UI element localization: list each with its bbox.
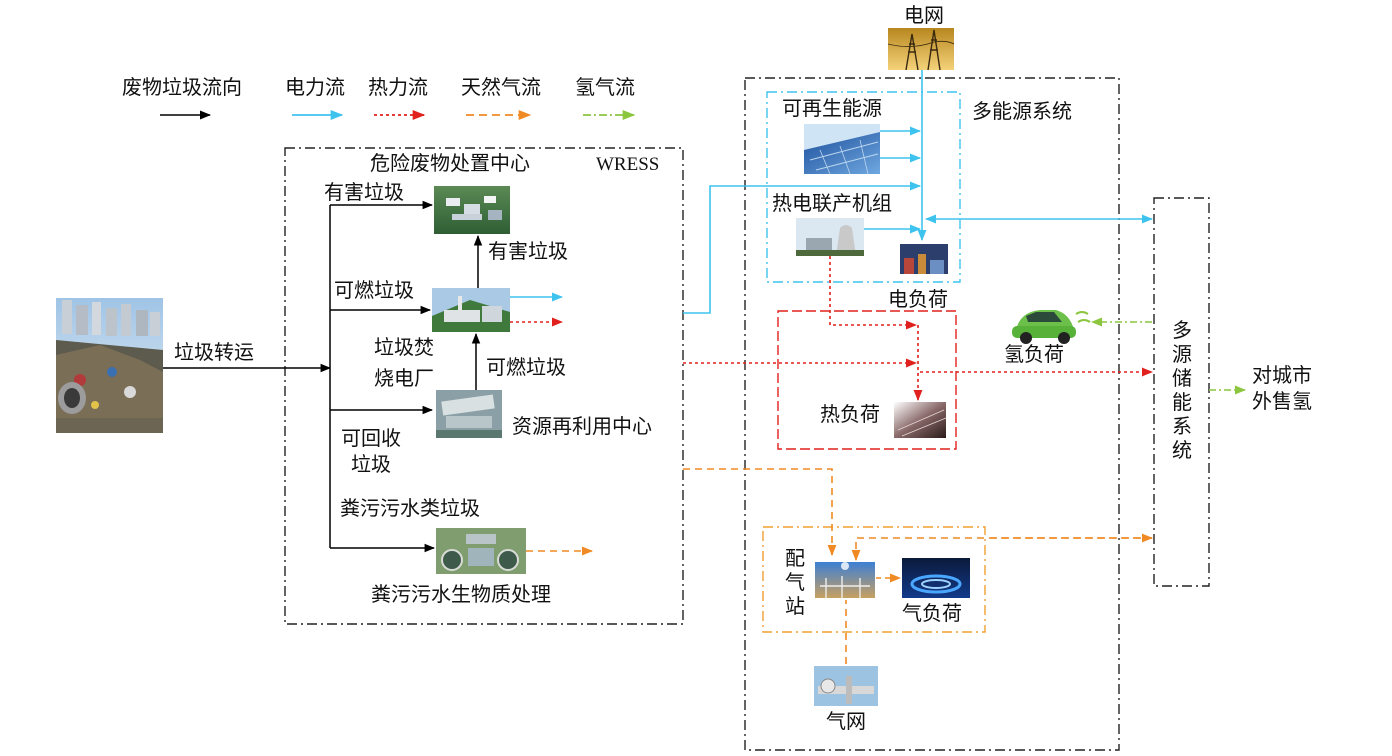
- gas-load-image: [902, 558, 970, 598]
- gas-subsystem-boundary: [762, 526, 986, 633]
- sewage-treatment-label: 粪污污水生物质处理: [371, 582, 551, 606]
- hydrogen-load-label: 氢负荷: [1004, 342, 1064, 366]
- mes-title: 多能源系统: [972, 99, 1072, 123]
- gas-load-label: 气负荷: [902, 601, 962, 625]
- transfer-label: 垃圾转运: [174, 340, 254, 364]
- power-subsystem-boundary: [766, 91, 961, 283]
- heat-load-label: 热负荷: [820, 402, 880, 426]
- branch-recyclable-label: 可回收垃圾: [341, 426, 401, 476]
- legend-power-label: 电力流: [285, 75, 345, 99]
- combustible-up-label: 可燃垃圾: [486, 355, 566, 379]
- legend-heat-label: 热力流: [368, 75, 428, 99]
- branch-sewage-label: 粪污污水类垃圾: [340, 496, 480, 520]
- resource-center-image: [436, 390, 502, 438]
- gas-station-label: 配气站: [785, 546, 805, 618]
- chp-label: 热电联产机组: [772, 191, 892, 215]
- hydrogen-car-icon: [1012, 310, 1091, 344]
- incineration-plant-label: 垃圾焚烧电厂: [374, 335, 434, 390]
- grid-label: 电网: [904, 3, 944, 27]
- wress-boundary: [284, 147, 684, 625]
- gas-station-image: [815, 562, 875, 598]
- mes-boundary: [744, 77, 1120, 751]
- electric-load-image: [900, 244, 948, 274]
- chp-image: [796, 218, 864, 256]
- legend-hydrogen-label: 氢气流: [575, 75, 635, 99]
- electric-load-label: 电负荷: [888, 287, 948, 311]
- storage-gas-exchange: [851, 537, 1152, 562]
- hazardous-center-image: [434, 186, 510, 234]
- legend-gas-label: 天然气流: [461, 75, 541, 99]
- branch-hazardous-label: 有害垃圾: [324, 180, 404, 204]
- renewable-label: 可再生能源: [782, 96, 882, 120]
- wress-gas-to-station: [683, 468, 837, 557]
- heat-load-image: [894, 402, 947, 438]
- storage-label: 多源储能系统: [1172, 318, 1192, 462]
- garbage-source-image: [56, 298, 163, 433]
- gas-grid-image: [814, 666, 878, 706]
- wress-system-name: WRESS: [596, 154, 660, 175]
- renewable-image: [804, 124, 880, 175]
- resource-center-label: 资源再利用中心: [512, 414, 652, 438]
- city-sale-line1: 对城市: [1252, 363, 1312, 387]
- gas-grid-label: 气网: [826, 709, 866, 733]
- city-sale-line2: 外售氢: [1252, 389, 1312, 413]
- incineration-to-mes-power: [683, 181, 922, 314]
- heat-subsystem-boundary: [777, 310, 957, 450]
- storage-boundary: [1153, 197, 1210, 587]
- sewage-treatment-image: [436, 528, 526, 574]
- branch-combustible-label: 可燃垃圾: [334, 278, 414, 302]
- wress-title: 危险废物处置中心: [370, 151, 530, 175]
- legend-waste-label: 废物垃圾流向: [122, 75, 242, 99]
- hazardous-up-label: 有害垃圾: [488, 239, 568, 263]
- incineration-plant-image: [432, 288, 510, 332]
- power-grid-image: [887, 28, 955, 71]
- chp-heat-flow: [829, 256, 918, 330]
